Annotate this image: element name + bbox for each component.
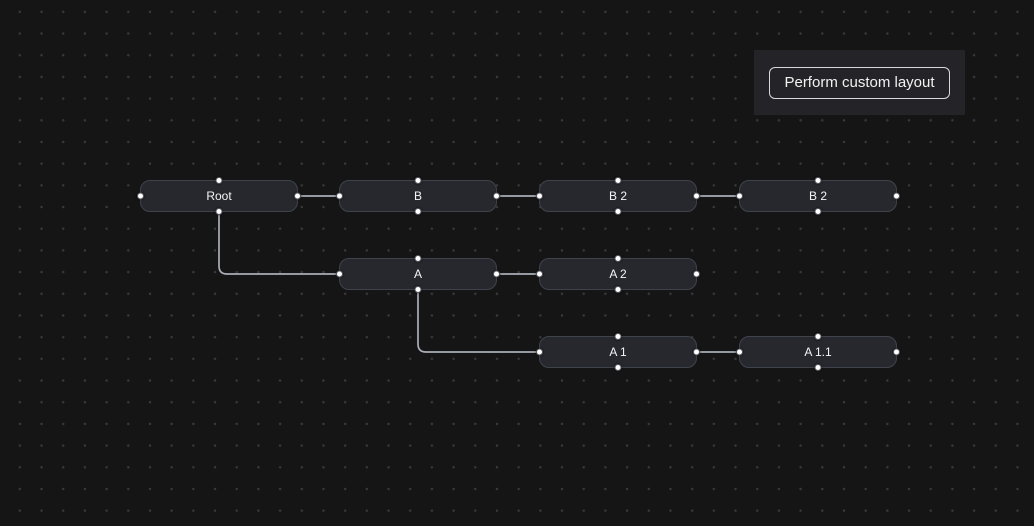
node-label: A 1.1: [804, 345, 832, 359]
node-handle-top[interactable]: [614, 177, 622, 184]
node-label: A 2: [609, 267, 627, 281]
node-handle-right[interactable]: [693, 348, 700, 356]
node-handle-left[interactable]: [137, 192, 144, 200]
graph-node-b2b[interactable]: B 2: [736, 177, 900, 215]
graph-node-b2[interactable]: B 2: [536, 177, 700, 215]
node-handle-left[interactable]: [536, 270, 543, 278]
node-handle-bottom[interactable]: [215, 208, 223, 215]
node-handle-bottom[interactable]: [614, 208, 622, 215]
graph-node-b[interactable]: B: [336, 177, 500, 215]
node-handle-left[interactable]: [336, 270, 343, 278]
graph-node-a2[interactable]: A 2: [536, 255, 700, 293]
graph-edge-a-a1[interactable]: [417, 290, 539, 353]
node-label: B 2: [608, 189, 627, 203]
node-handle-bottom[interactable]: [614, 364, 622, 371]
perform-custom-layout-button[interactable]: Perform custom layout: [769, 66, 950, 99]
node-handle-bottom[interactable]: [614, 286, 622, 293]
node-handle-top[interactable]: [614, 255, 622, 262]
node-handle-right[interactable]: [493, 192, 500, 200]
node-handle-right[interactable]: [493, 270, 500, 278]
node-handle-bottom[interactable]: [814, 208, 822, 215]
node-handle-right[interactable]: [893, 348, 900, 356]
node-handle-bottom[interactable]: [414, 286, 422, 293]
node-handle-left[interactable]: [536, 348, 543, 356]
node-handle-top[interactable]: [614, 333, 622, 340]
node-label: Root: [206, 189, 232, 203]
node-handle-right[interactable]: [893, 192, 900, 200]
node-handle-left[interactable]: [336, 192, 343, 200]
graph-node-a[interactable]: A: [336, 255, 500, 293]
node-handle-right[interactable]: [294, 192, 301, 200]
node-handle-right[interactable]: [693, 270, 700, 278]
node-handle-top[interactable]: [414, 177, 422, 184]
node-handle-right[interactable]: [693, 192, 700, 200]
graph-node-root[interactable]: Root: [137, 177, 301, 215]
node-handle-left[interactable]: [736, 192, 743, 200]
node-handle-top[interactable]: [814, 333, 822, 340]
node-handle-top[interactable]: [814, 177, 822, 184]
graph-node-a1[interactable]: A 1: [536, 333, 700, 371]
node-handle-bottom[interactable]: [814, 364, 822, 371]
graph-node-a11[interactable]: A 1.1: [736, 333, 900, 371]
node-label: A: [413, 267, 422, 281]
node-handle-bottom[interactable]: [414, 208, 422, 215]
node-label: A 1: [609, 345, 627, 359]
node-label: B 2: [808, 189, 827, 203]
node-handle-left[interactable]: [736, 348, 743, 356]
node-label: B: [413, 189, 422, 203]
node-handle-top[interactable]: [414, 255, 422, 262]
node-handle-top[interactable]: [215, 177, 223, 184]
layout-panel: Perform custom layout: [754, 50, 965, 115]
graph-edge-root-a[interactable]: [218, 212, 339, 275]
node-handle-left[interactable]: [536, 192, 543, 200]
